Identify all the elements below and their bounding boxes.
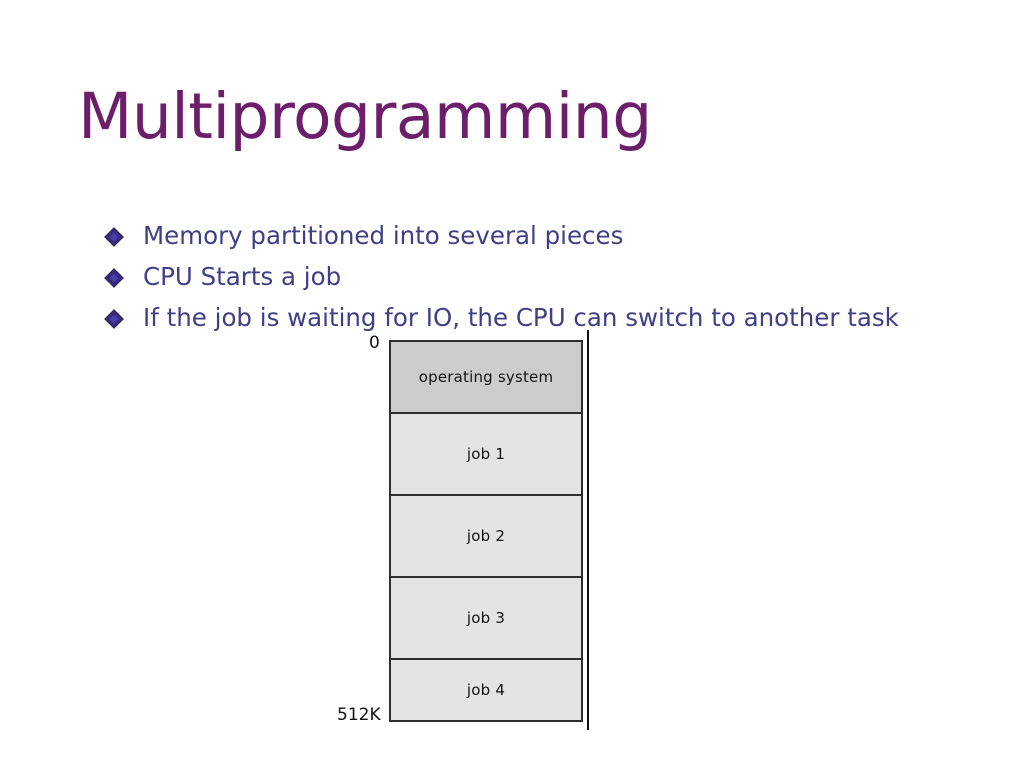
bullet-text: Memory partitioned into several pieces: [143, 221, 624, 250]
memory-blocks-container: operating system job 1 job 2 job 3 job 4: [389, 340, 583, 722]
bullet-text: CPU Starts a job: [143, 262, 342, 291]
memory-address-label-top: 0: [369, 333, 380, 353]
list-item: If the job is waiting for IO, the CPU ca…: [105, 301, 966, 342]
list-item: CPU Starts a job: [105, 260, 966, 301]
memory-block-job-4: job 4: [391, 660, 581, 720]
bullet-text: If the job is waiting for IO, the CPU ca…: [143, 303, 899, 332]
page-title: Multiprogramming: [78, 80, 652, 153]
diamond-bullet-icon: [105, 219, 128, 260]
diamond-bullet-icon: [105, 301, 128, 342]
memory-block-job-3: job 3: [391, 578, 581, 660]
memory-partition-diagram: 0 512K operating system job 1 job 2 job …: [330, 325, 620, 745]
memory-block-job-2: job 2: [391, 496, 581, 578]
memory-address-label-bottom: 512K: [337, 705, 381, 725]
diamond-bullet-icon: [105, 260, 128, 301]
memory-block-job-1: job 1: [391, 414, 581, 496]
bullet-list: Memory partitioned into several pieces C…: [105, 219, 966, 342]
list-item: Memory partitioned into several pieces: [105, 219, 966, 260]
memory-block-operating-system: operating system: [391, 342, 581, 414]
memory-right-boundary-line: [587, 330, 589, 730]
